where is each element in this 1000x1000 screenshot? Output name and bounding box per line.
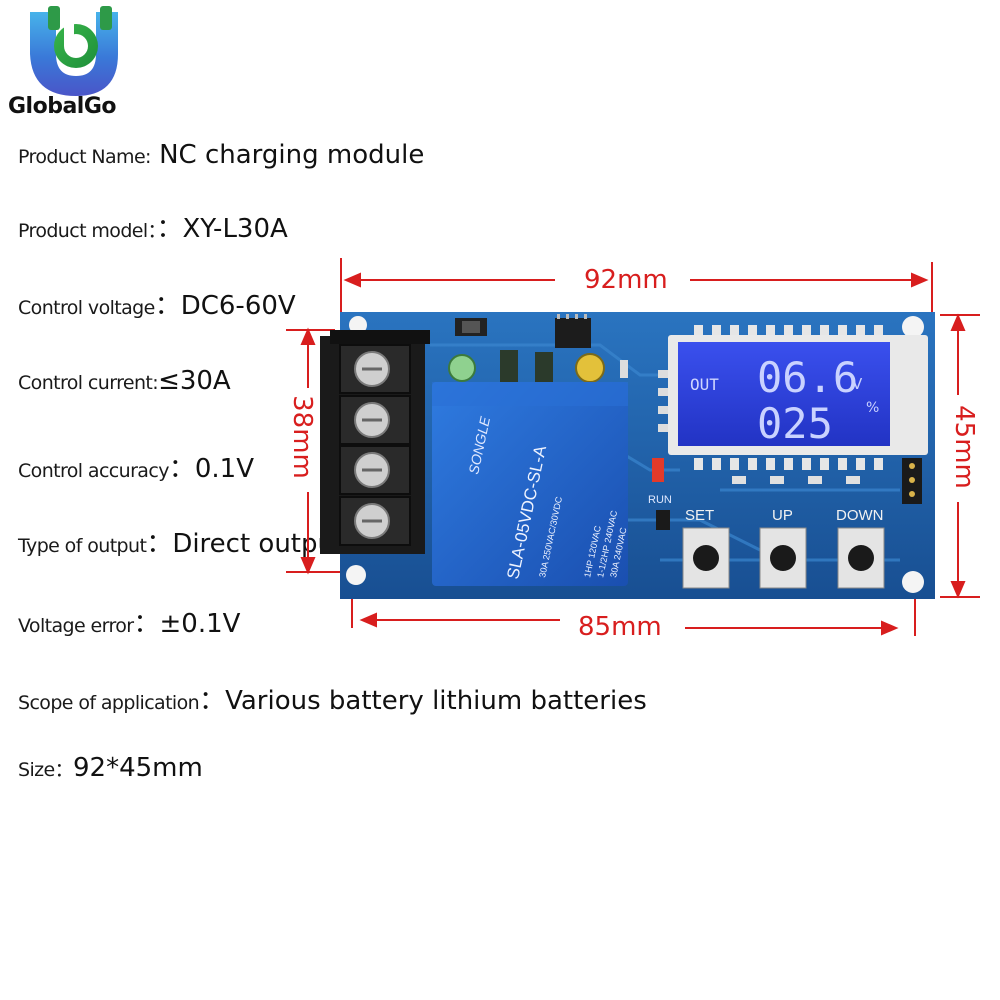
dimension-top-label: 92mm [584, 265, 668, 295]
spec-product-model: Product model：：XY-L30A [18, 208, 288, 245]
relay: SONGLE SLA-05VDC-SL-A 30A 250VAC/30VDC 1… [432, 382, 629, 586]
spec-control-accuracy: Control accuracy：0.1V [18, 448, 254, 485]
svg-text:30A 240VAC: 30A 240VAC [608, 526, 628, 578]
spec-value: 92*45mm [73, 753, 203, 783]
spec-label: Control voltage [18, 297, 155, 319]
spec-label: Control accuracy [18, 460, 169, 482]
spec-value: ：Direct output [146, 529, 345, 559]
spec-label: Type of output [18, 535, 147, 557]
svg-text:1HP 120VAC: 1HP 120VAC [582, 524, 603, 578]
spec-scope: Scope of application：Various battery lit… [18, 680, 647, 717]
spec-label: Size： [18, 759, 74, 781]
lcd-display: OUT 06.6 V 025 % [668, 335, 928, 455]
spec-label: Voltage error [18, 615, 134, 637]
spec-value: NC charging module [150, 140, 425, 170]
terminal-block [320, 330, 430, 554]
spec-label: Control current: [18, 372, 159, 394]
dimension-left-label: 38mm [286, 395, 317, 479]
svg-text:DOWN: DOWN [836, 507, 884, 524]
svg-text:RUN: RUN [648, 494, 672, 506]
svg-text:UP: UP [772, 507, 793, 524]
spec-output-type: Type of output：Direct output [18, 523, 344, 560]
spec-product-name: Product Name: NC charging module [18, 140, 424, 170]
module-buttons: SET UP DOWN [682, 507, 885, 589]
globalgo-logo [30, 6, 118, 96]
svg-text:06.6: 06.6 [757, 353, 858, 402]
spec-value: ：DC6-60V [154, 291, 296, 321]
spec-voltage-error: Voltage error：±0.1V [18, 603, 240, 640]
spec-value: ：0.1V [168, 454, 254, 484]
svg-text:SLA-05VDC-SL-A: SLA-05VDC-SL-A [503, 443, 550, 581]
spec-label: Product model： [18, 220, 157, 242]
spec-label: Scope of application [18, 692, 200, 714]
svg-text:30A 250VAC/30VDC: 30A 250VAC/30VDC [537, 495, 564, 578]
spec-control-voltage: Control voltage：DC6-60V [18, 285, 296, 322]
spec-value: ：±0.1V [133, 609, 241, 639]
spec-size: Size：92*45mm [18, 753, 203, 783]
svg-text:V: V [852, 375, 863, 393]
svg-text:OUT: OUT [690, 375, 719, 394]
svg-text:SONGLE: SONGLE [465, 415, 493, 476]
svg-text:%: % [866, 400, 879, 416]
spec-label: Product Name: [18, 146, 151, 168]
brand-name: GlobalGo [8, 94, 117, 119]
spec-control-current: Control current:≤30A [18, 366, 231, 396]
spec-value: ：Various battery lithium batteries [199, 686, 647, 716]
svg-text:SET: SET [685, 507, 714, 524]
spec-value: ≤30A [158, 366, 231, 396]
spec-value: ：XY-L30A [156, 214, 288, 244]
pcb-board [340, 312, 935, 599]
svg-text:025: 025 [757, 399, 833, 448]
svg-text:1-1/2HP 240VAC: 1-1/2HP 240VAC [595, 509, 619, 578]
dimension-right-label: 45mm [948, 405, 979, 489]
dimension-bottom-label: 85mm [578, 612, 662, 642]
dimension-lines [286, 258, 980, 636]
